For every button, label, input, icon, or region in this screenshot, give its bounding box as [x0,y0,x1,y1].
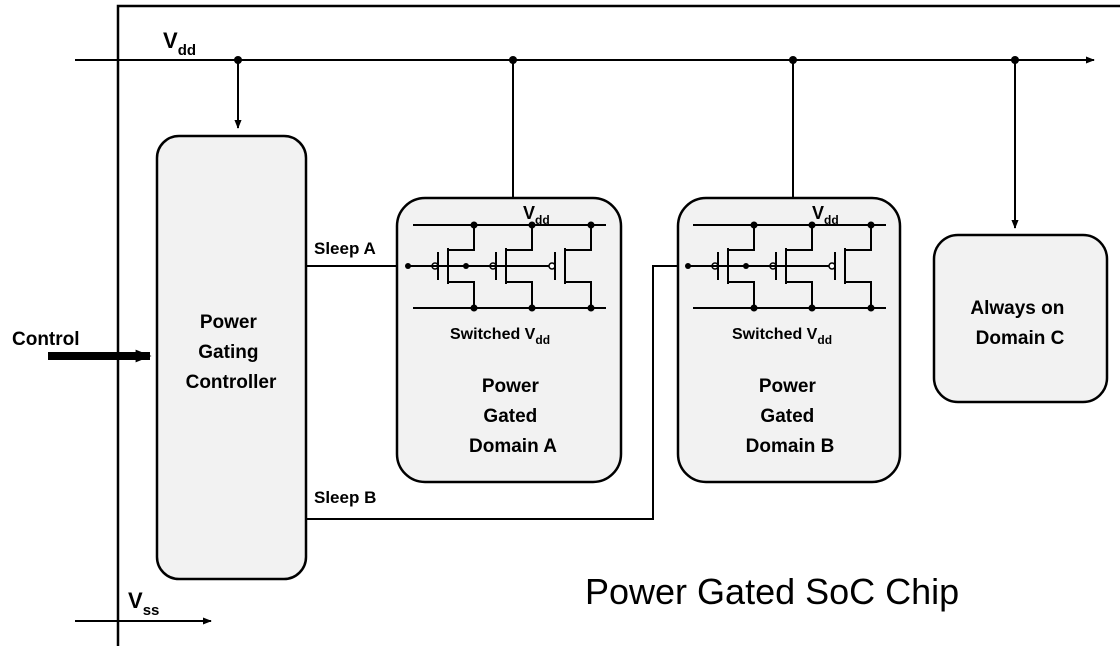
sleep-a-label: Sleep A [314,239,376,258]
domain-c-label: Always on Domain C [970,298,1069,349]
pmos-transistor [405,221,536,312]
power-gating-controller [155,134,308,581]
domain-b-label: Power Gated Domain B [746,376,835,457]
domain-a-label: Power Gated Domain A [469,376,557,457]
always-on-domain-c [932,233,1109,404]
switch-transistors-a [405,221,606,312]
vdd-taps [234,56,1019,229]
domain-a-switched-label: Switched Vdd [450,326,550,347]
domain-b-switched-label: Switched Vdd [732,326,832,347]
pmos-transistor [463,221,595,312]
vdd-rail-label: Vdd [163,28,196,59]
controller-label: Power Gating Controller [186,312,277,393]
control-label: Control [12,329,80,350]
domain-b-vdd-label: Vdd [812,203,839,227]
vss-rail-label: Vss [128,588,159,619]
domain-a-vdd-label: Vdd [523,203,550,227]
pmos-transistor [743,221,875,312]
sleep-b-label: Sleep B [314,488,376,507]
switch-transistors-b [685,221,886,312]
chip-title: Power Gated SoC Chip [585,571,959,612]
chip-boundary [116,4,1120,646]
